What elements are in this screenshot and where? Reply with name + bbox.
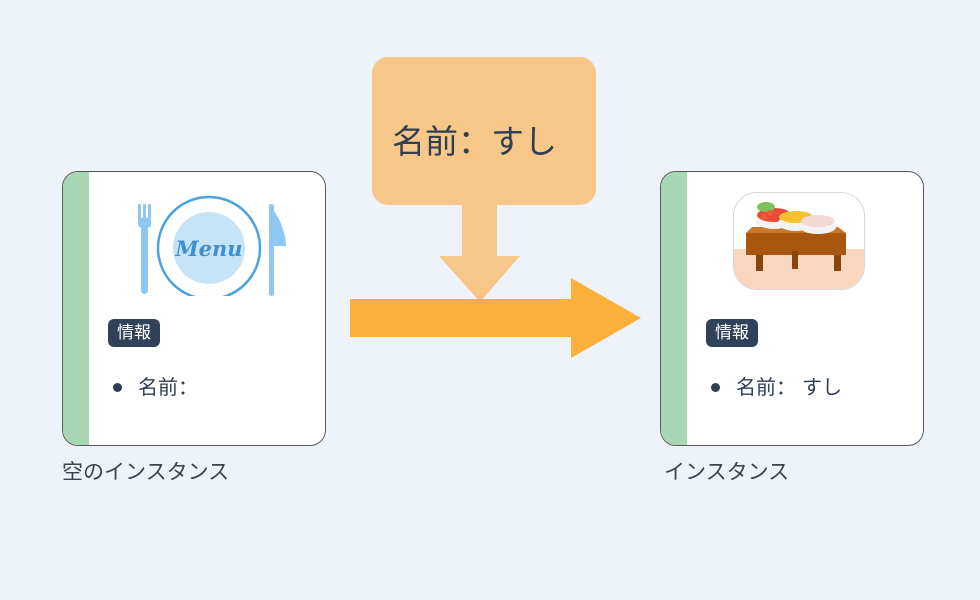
- empty-instance-card: Menu 情報 名前：: [62, 171, 326, 446]
- card-stripe: [63, 172, 89, 445]
- plate-icon: Menu: [156, 195, 262, 296]
- name-field: 名前： すし: [711, 374, 842, 400]
- instance-caption: インスタンス: [664, 460, 790, 484]
- info-badge: 情報: [108, 319, 160, 347]
- down-arrow: [439, 205, 520, 302]
- name-field-label: 名前：: [138, 375, 198, 399]
- knife-icon: [269, 204, 286, 296]
- name-value-box: 名前：すし: [372, 57, 596, 205]
- instance-card: 情報 名前： すし: [660, 171, 924, 446]
- info-badge: 情報: [706, 319, 758, 347]
- name-field-value: すし: [802, 375, 842, 399]
- card-stripe: [661, 172, 687, 445]
- sushi-icon: [733, 192, 865, 290]
- bullet-icon: [711, 382, 720, 392]
- menu-plate-icon: Menu: [138, 195, 286, 296]
- bullet-icon: [113, 382, 122, 392]
- name-field: 名前：: [113, 374, 204, 400]
- plate-menu-text: Menu: [174, 236, 242, 261]
- fork-icon: [138, 204, 151, 294]
- empty-instance-caption: 空のインスタンス: [62, 460, 230, 484]
- right-arrow: [350, 278, 641, 358]
- name-value-label: 名前：すし: [392, 122, 557, 161]
- name-field-label: 名前：: [736, 375, 796, 399]
